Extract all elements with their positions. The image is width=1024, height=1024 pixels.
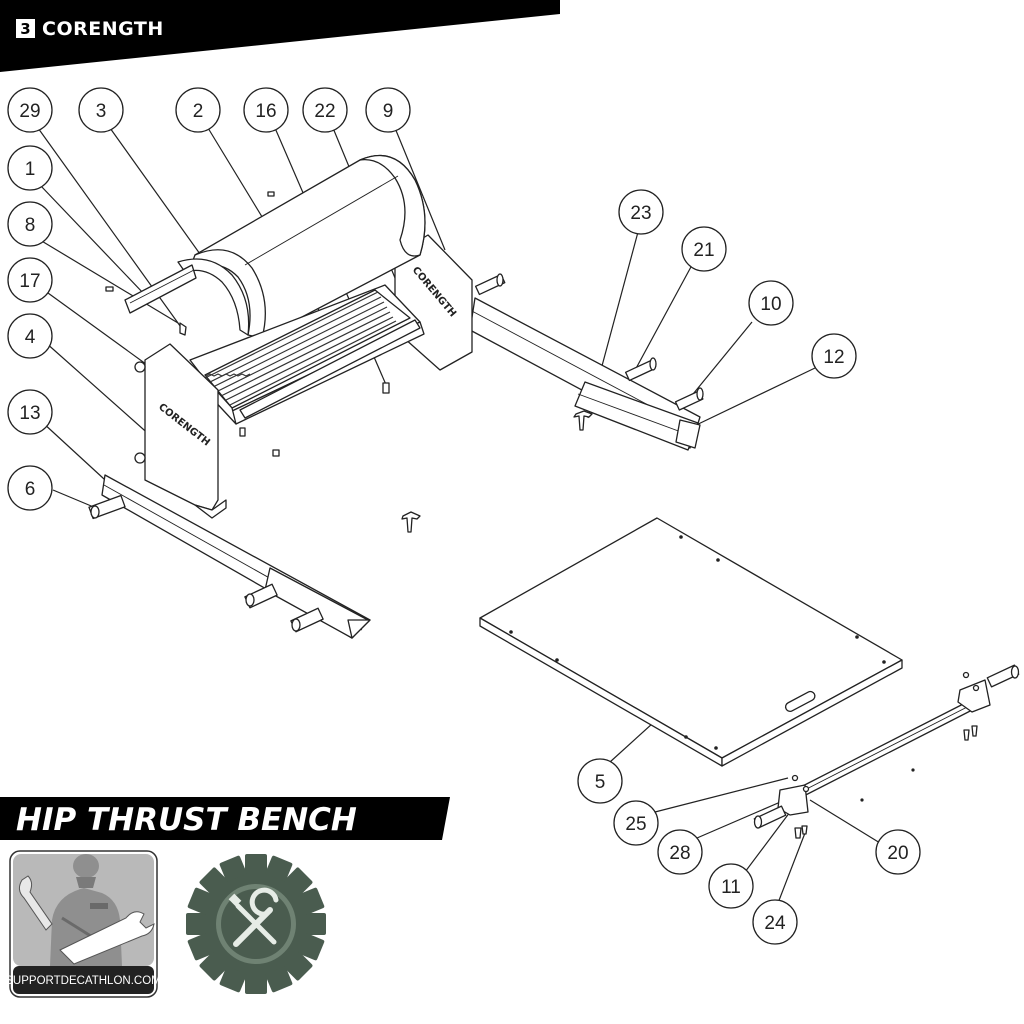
floor-platform bbox=[479, 517, 903, 767]
svg-text:28: 28 bbox=[669, 843, 690, 864]
callout-8: 8 bbox=[7, 201, 53, 247]
svg-text:29: 29 bbox=[19, 101, 40, 122]
foot-bar bbox=[753, 664, 1020, 839]
svg-text:17: 17 bbox=[19, 271, 40, 292]
roller-pad bbox=[177, 154, 426, 339]
brand-name: CORENGTH bbox=[42, 18, 164, 40]
front-base-tube bbox=[88, 474, 371, 639]
callouts: 29 3 2 16 22 9 1 8 17 4 13 6 23 21 10 12… bbox=[7, 87, 921, 945]
svg-text:1: 1 bbox=[25, 159, 36, 180]
callout-1: 1 bbox=[7, 145, 53, 191]
callout-21: 21 bbox=[681, 226, 727, 272]
support-deck bbox=[124, 264, 425, 425]
svg-text:25: 25 bbox=[625, 814, 646, 835]
callout-11: 11 bbox=[708, 863, 754, 909]
callout-5: 5 bbox=[577, 758, 623, 804]
brand-logo-glyph: 3 bbox=[20, 20, 30, 38]
callout-6: 6 bbox=[7, 465, 53, 511]
leader-lines bbox=[37, 127, 881, 904]
callout-16: 16 bbox=[243, 87, 289, 133]
callout-24: 24 bbox=[752, 899, 798, 945]
svg-text:8: 8 bbox=[25, 215, 36, 236]
loose-screws bbox=[105, 191, 421, 533]
support-site: SUPPORTDECATHLON.COM bbox=[5, 975, 160, 987]
brand-logo-icon bbox=[16, 19, 35, 38]
svg-text:12: 12 bbox=[823, 347, 844, 368]
svg-text:24: 24 bbox=[764, 913, 786, 934]
svg-text:10: 10 bbox=[760, 294, 781, 315]
callout-2: 2 bbox=[175, 87, 221, 133]
svg-text:2: 2 bbox=[193, 101, 204, 122]
title-banner: HIP THRUST BENCH bbox=[0, 797, 450, 840]
callout-23: 23 bbox=[618, 189, 664, 235]
technician-icon bbox=[18, 854, 155, 966]
svg-text:11: 11 bbox=[721, 877, 741, 898]
support-badge: SUPPORTDECATHLON.COM bbox=[5, 850, 161, 998]
callout-12: 12 bbox=[811, 333, 857, 379]
callout-4: 4 bbox=[7, 313, 53, 359]
svg-text:13: 13 bbox=[19, 403, 40, 424]
svg-text:4: 4 bbox=[25, 327, 36, 348]
product-title: HIP THRUST BENCH bbox=[16, 802, 357, 838]
callout-10: 10 bbox=[748, 280, 794, 326]
rear-base-tube bbox=[469, 273, 704, 451]
callout-20: 20 bbox=[875, 829, 921, 875]
callout-9: 9 bbox=[365, 87, 411, 133]
svg-text:3: 3 bbox=[96, 101, 107, 122]
callout-28: 28 bbox=[657, 829, 703, 875]
grip-pattern bbox=[204, 291, 397, 409]
svg-text:22: 22 bbox=[314, 101, 335, 122]
brand-banner: 3 CORENGTH bbox=[0, 0, 560, 72]
svg-text:9: 9 bbox=[383, 101, 394, 122]
svg-text:5: 5 bbox=[595, 772, 606, 793]
callout-3: 3 bbox=[78, 87, 124, 133]
svg-text:23: 23 bbox=[630, 203, 651, 224]
callout-25: 25 bbox=[613, 800, 659, 846]
callout-13: 13 bbox=[7, 389, 53, 435]
svg-text:6: 6 bbox=[25, 479, 36, 500]
svg-text:21: 21 bbox=[693, 240, 714, 261]
front-side-plate: CORENGTH bbox=[134, 343, 227, 519]
svg-text:20: 20 bbox=[887, 843, 908, 864]
callout-17: 17 bbox=[7, 257, 53, 303]
callout-22: 22 bbox=[302, 87, 348, 133]
svg-text:16: 16 bbox=[255, 101, 276, 122]
callout-29: 29 bbox=[7, 87, 53, 133]
gear-tools-icon bbox=[186, 854, 326, 994]
